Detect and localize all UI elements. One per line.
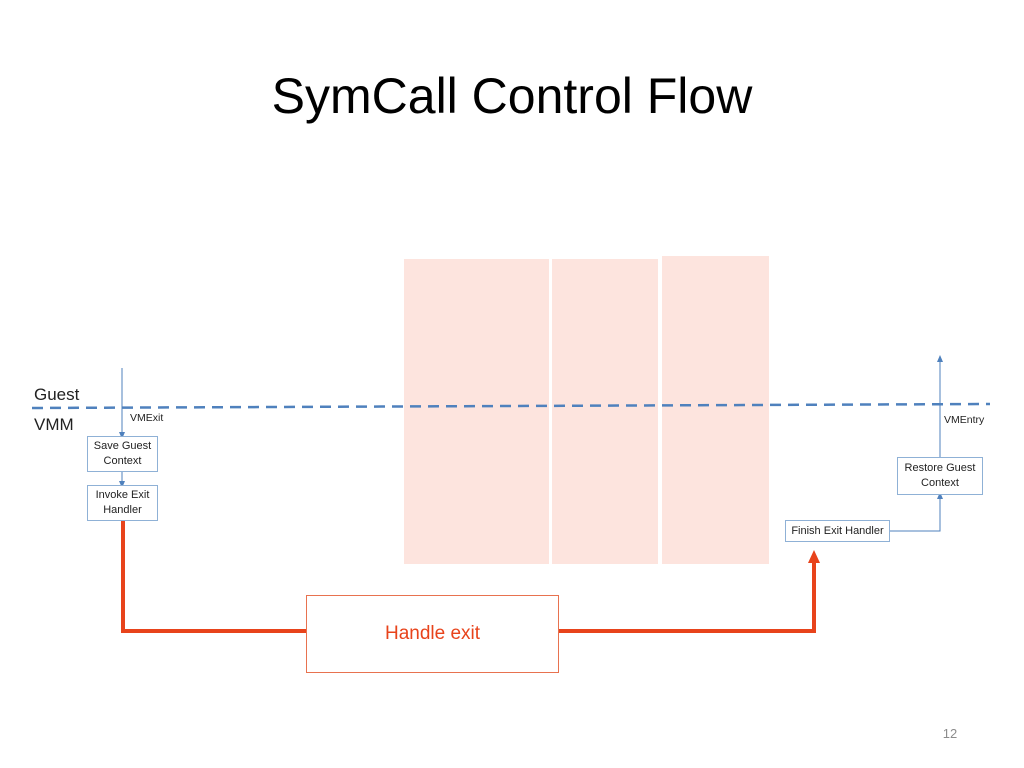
handle-exit-label: Handle exit [384, 623, 481, 644]
slide-title: SymCall Control Flow [271, 68, 753, 124]
finish-exit-handler-box: Finish Exit Handler [785, 520, 890, 542]
pink-panel-middle [552, 259, 658, 564]
vmm-label: VMM [34, 415, 74, 434]
restore-guest-context-box: Restore Guest Context [897, 457, 983, 495]
handler-path-down [121, 521, 306, 633]
handler-path-up [559, 550, 820, 633]
handle-exit-box: Handle exit [306, 595, 559, 673]
finish-to-restore-arrow [890, 492, 943, 532]
invoke-exit-handler-label: Invoke Exit Handler [95, 489, 150, 516]
guest-vmm-boundary [31, 402, 991, 410]
restore-guest-context-label: Restore Guest Context [904, 462, 976, 489]
vmexit-label: VMExit [130, 412, 164, 424]
guest-label: Guest [34, 385, 80, 404]
finish-exit-handler-label: Finish Exit Handler [791, 524, 884, 537]
page-number: 12 [942, 726, 958, 741]
invoke-exit-handler-box: Invoke Exit Handler [87, 485, 158, 521]
save-guest-context-label: Save Guest Context [93, 440, 152, 467]
pink-panel-right [662, 256, 769, 564]
pink-panel-left [404, 259, 549, 564]
vmentry-label: VMEntry [944, 414, 985, 426]
save-guest-context-box: Save Guest Context [87, 436, 158, 472]
